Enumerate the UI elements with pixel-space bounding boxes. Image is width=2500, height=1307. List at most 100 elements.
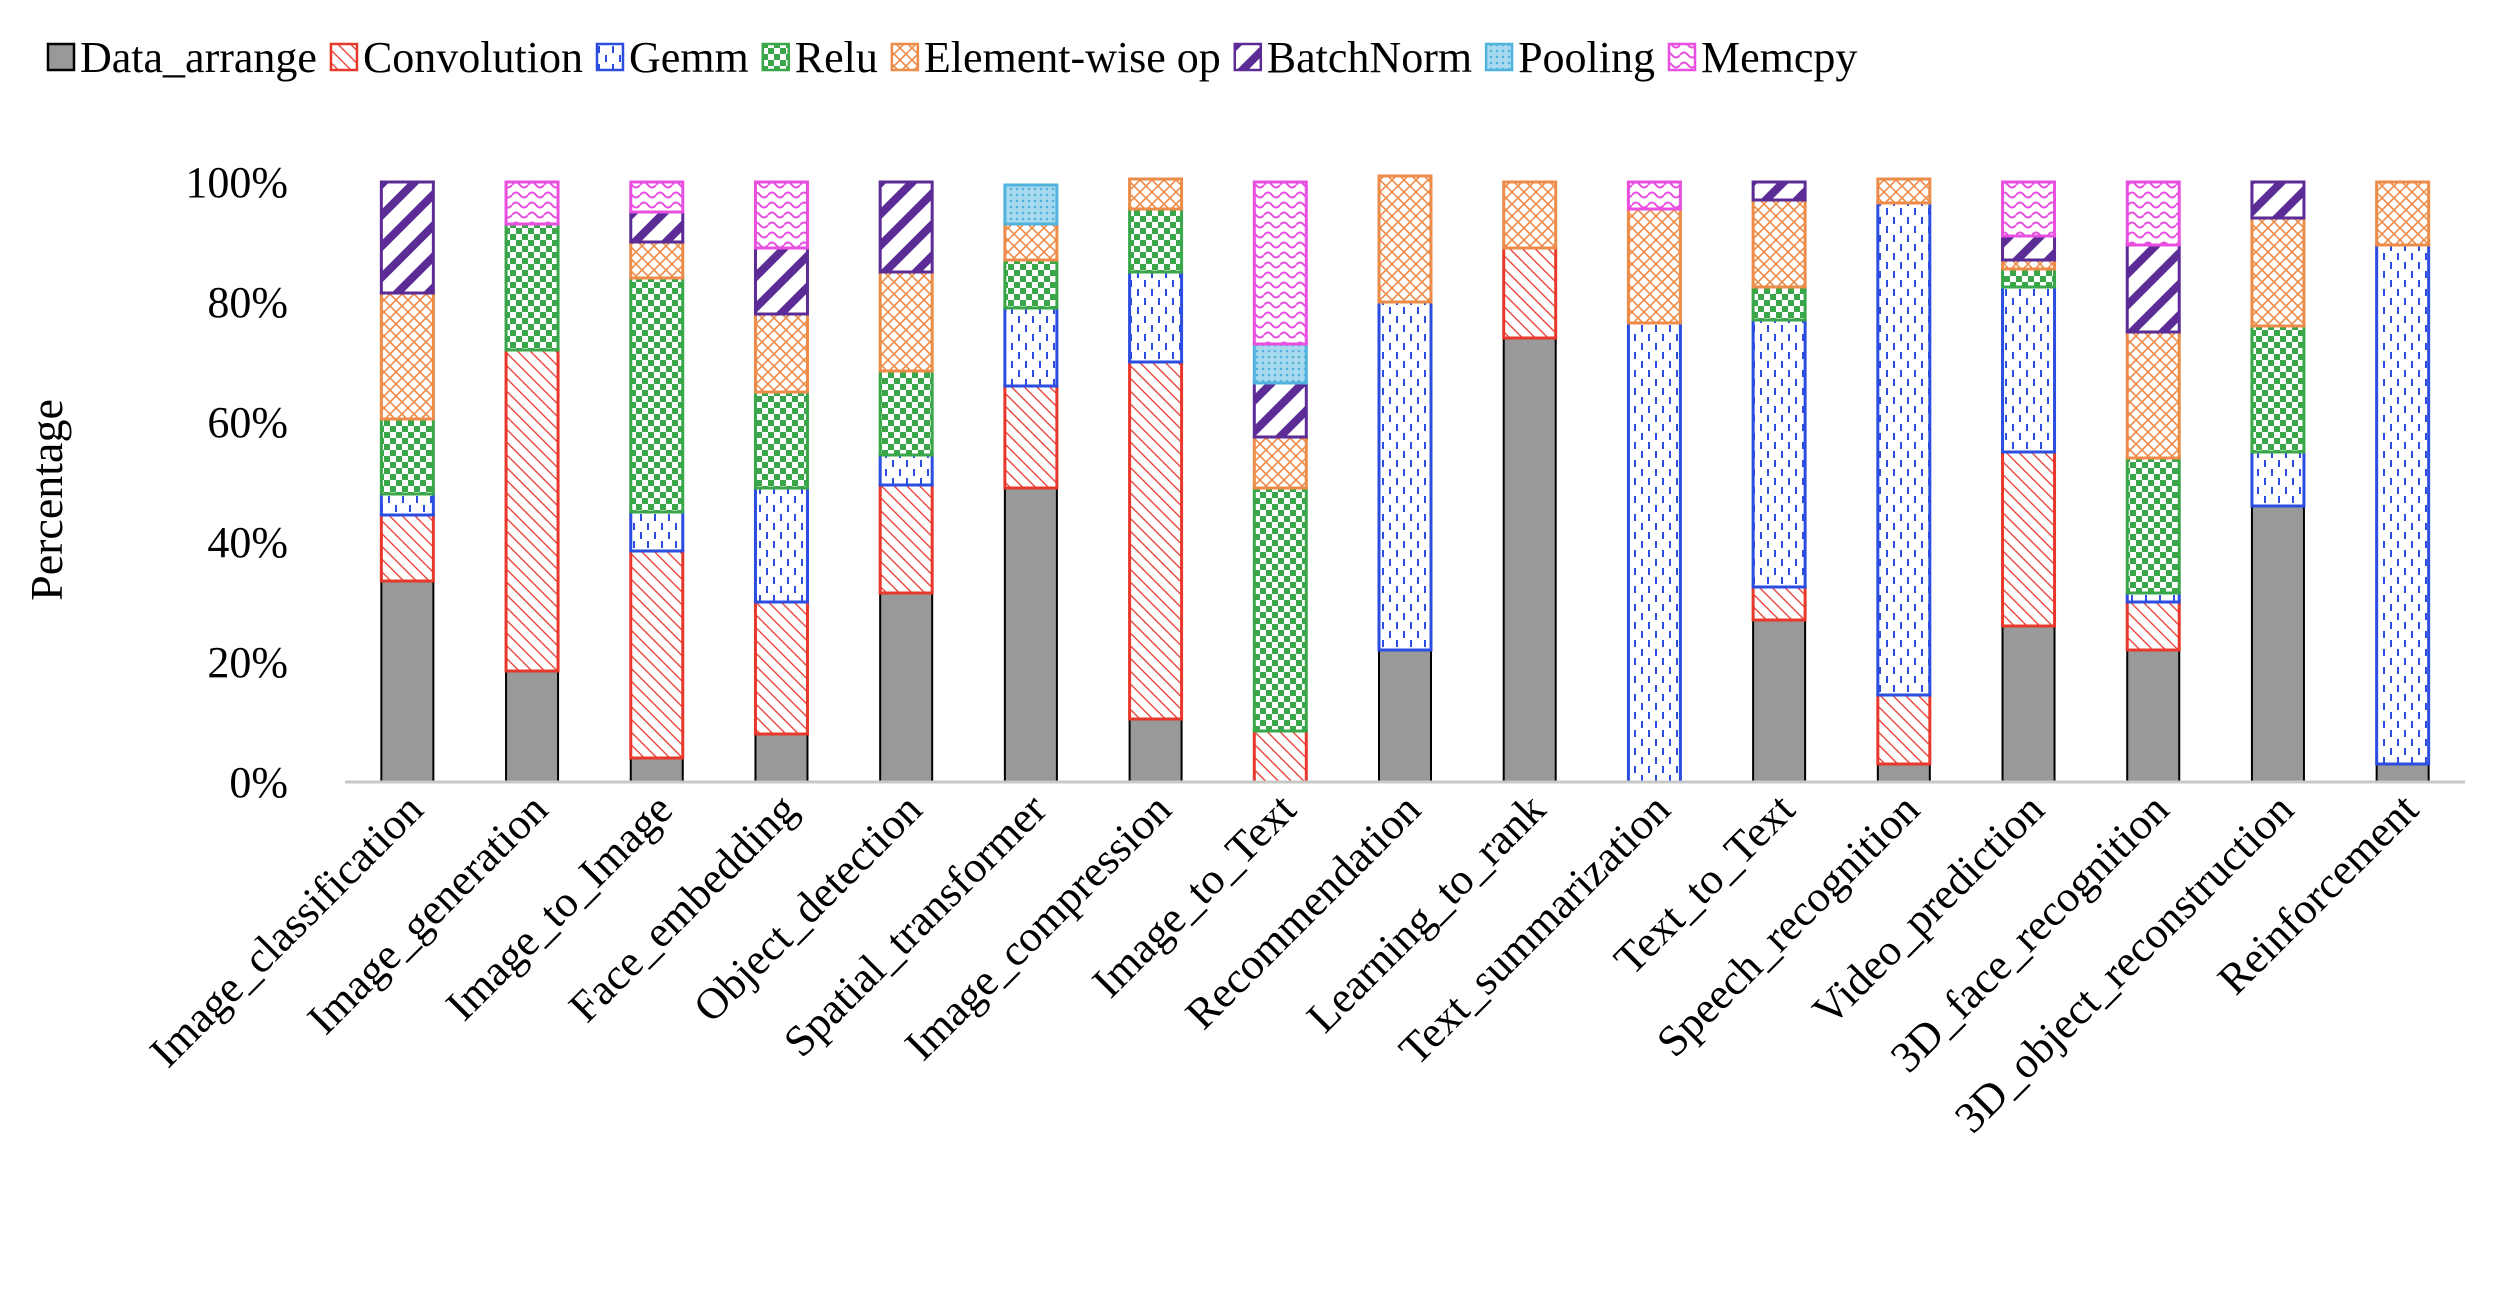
bar-segment-element-wise-op bbox=[379, 291, 435, 421]
legend-swatch bbox=[890, 42, 920, 72]
bar-segment-gemm bbox=[1751, 318, 1807, 589]
bar-segment-memcpy bbox=[1626, 180, 1682, 211]
legend-label: Data_arrange bbox=[80, 33, 317, 82]
legend-label: Pooling bbox=[1518, 33, 1655, 82]
bar-segment-gemm bbox=[2375, 243, 2431, 766]
bar-stack-recommendation bbox=[1377, 174, 1433, 783]
legend-swatch bbox=[761, 42, 790, 72]
bar-segment-batchnorm bbox=[629, 210, 685, 244]
bar-segment-relu bbox=[504, 222, 560, 352]
bar-segment-data-arrange bbox=[1128, 718, 1183, 783]
bars bbox=[379, 174, 2431, 784]
bar-stack-image-compression bbox=[1128, 177, 1184, 783]
bar-segment-element-wise-op bbox=[1128, 177, 1184, 211]
legend-label: Memcpy bbox=[1701, 33, 1857, 82]
legend-label: Element-wise op bbox=[924, 33, 1221, 82]
bar-segment-data-arrange bbox=[1752, 619, 1807, 783]
bar-segment-gemm bbox=[1128, 270, 1184, 364]
legend-item-memcpy: Memcpy bbox=[1667, 33, 1857, 82]
bar-segment-convolution bbox=[379, 513, 435, 583]
bar-stack-speech-recognition bbox=[1876, 177, 1932, 783]
bar-stack-spatial-transformer bbox=[1003, 183, 1059, 783]
bar-segment-convolution bbox=[1128, 360, 1184, 721]
y-axis: 0%20%40%60%80%100% bbox=[185, 158, 288, 807]
y-tick-label: 40% bbox=[207, 518, 288, 567]
bar-stack-object-detection bbox=[878, 180, 934, 783]
legend-swatch bbox=[1484, 42, 1514, 72]
y-axis-label: Percentage bbox=[21, 399, 72, 601]
bar-segment-relu bbox=[2001, 267, 2057, 289]
y-tick-label: 80% bbox=[207, 278, 288, 327]
y-tick-label: 60% bbox=[207, 398, 288, 447]
bar-segment-batchnorm bbox=[2001, 234, 2057, 262]
bar-segment-element-wise-op bbox=[1626, 207, 1682, 325]
bar-segment-relu bbox=[1128, 207, 1184, 274]
bar-stack-3d-face-recognition bbox=[2125, 180, 2181, 783]
bar-segment-data-arrange bbox=[629, 757, 684, 783]
legend-swatch bbox=[1233, 42, 1263, 72]
legend-item-relu: Relu bbox=[761, 33, 878, 82]
bar-segment-relu bbox=[2125, 456, 2181, 595]
bar-segment-batchnorm bbox=[878, 180, 934, 274]
y-tick-label: 100% bbox=[185, 158, 288, 207]
bar-segment-convolution bbox=[2001, 450, 2057, 628]
bar-segment-batchnorm bbox=[2125, 243, 2181, 334]
bar-segment-gemm bbox=[878, 453, 934, 487]
bar-segment-memcpy bbox=[2001, 180, 2057, 238]
bar-stack-image-generation bbox=[504, 180, 560, 783]
bar-segment-convolution bbox=[504, 348, 560, 673]
bar-segment-batchnorm bbox=[1252, 381, 1308, 439]
bar-segment-convolution bbox=[1751, 585, 1807, 622]
legend-item-pooling: Pooling bbox=[1484, 33, 1655, 82]
bar-segment-gemm bbox=[2250, 450, 2306, 508]
bar-segment-element-wise-op bbox=[878, 270, 934, 373]
bar-segment-data-arrange bbox=[1378, 649, 1432, 783]
bar-segment-gemm bbox=[1626, 321, 1682, 784]
bar-segment-memcpy bbox=[753, 180, 809, 250]
bar-stack-text-summarization bbox=[1626, 180, 1682, 784]
bar-segment-convolution bbox=[753, 600, 809, 736]
bar-segment-memcpy bbox=[504, 180, 560, 226]
bar-segment-memcpy bbox=[1252, 180, 1308, 346]
bar-segment-convolution bbox=[1252, 729, 1308, 784]
bar-segment-pooling bbox=[1003, 183, 1059, 226]
bar-segment-memcpy bbox=[2125, 180, 2181, 247]
x-tick-label: Image_to_Image bbox=[436, 784, 681, 1029]
bar-segment-element-wise-op bbox=[1876, 177, 1932, 205]
bar-segment-convolution bbox=[1003, 384, 1059, 490]
bar-stack-video-prediction bbox=[2001, 180, 2057, 783]
bar-segment-data-arrange bbox=[879, 592, 934, 783]
bar-segment-element-wise-op bbox=[2125, 330, 2181, 460]
bar-segment-batchnorm bbox=[1751, 180, 1807, 202]
bar-segment-relu bbox=[1252, 486, 1308, 733]
bar-segment-convolution bbox=[878, 483, 934, 595]
bar-segment-element-wise-op bbox=[1751, 198, 1807, 289]
bar-segment-data-arrange bbox=[1876, 763, 1931, 783]
bar-segment-memcpy bbox=[629, 180, 685, 214]
x-tick-label: Video_prediction bbox=[1803, 784, 2054, 1035]
x-axis-tick-labels: Image_classificationImage_generationImag… bbox=[140, 784, 2427, 1142]
bar-segment-element-wise-op bbox=[1502, 180, 1558, 250]
bar-stack-text-to-text bbox=[1751, 180, 1807, 783]
bar-segment-data-arrange bbox=[2126, 649, 2181, 783]
x-tick-label: Object_detection bbox=[684, 784, 931, 1031]
bar-segment-convolution bbox=[1876, 693, 1932, 766]
bar-segment-gemm bbox=[379, 492, 435, 517]
legend-label: Relu bbox=[795, 33, 878, 82]
x-tick-label: Face_embedding bbox=[559, 784, 806, 1031]
legend-label: Gemm bbox=[629, 33, 749, 82]
bar-segment-element-wise-op bbox=[2375, 180, 2431, 247]
legend-item-gemm: Gemm bbox=[595, 33, 749, 82]
legend-swatch bbox=[46, 42, 76, 72]
legend-swatch bbox=[1667, 42, 1697, 72]
bar-segment-element-wise-op bbox=[753, 312, 809, 394]
bar-segment-convolution bbox=[2125, 600, 2181, 652]
bar-segment-gemm bbox=[1377, 300, 1433, 652]
bar-segment-gemm bbox=[753, 486, 809, 604]
legend-item-element-wise-op: Element-wise op bbox=[890, 33, 1221, 82]
y-tick-label: 0% bbox=[229, 758, 288, 807]
bar-segment-relu bbox=[2250, 324, 2306, 454]
bar-segment-data-arrange bbox=[2375, 763, 2430, 783]
